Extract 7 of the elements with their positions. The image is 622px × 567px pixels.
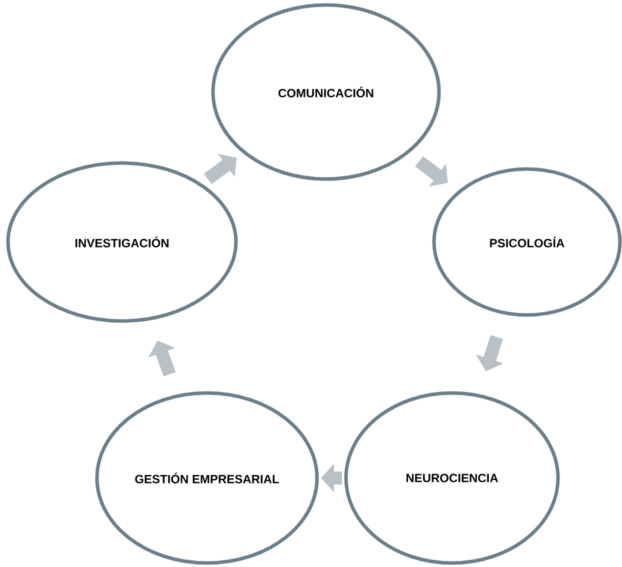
ellipse-node: INVESTIGACIÓN (6, 161, 238, 323)
ellipse-node: NEUROCIENCIA (344, 391, 560, 565)
ellipse-node: GESTIÓN EMPRESARIAL (95, 391, 319, 565)
ellipse-node: PSICOLOGÍA (432, 167, 622, 317)
arrow (148, 340, 176, 376)
arrow (204, 154, 237, 184)
ellipse-node: COMUNICACIÓN (211, 3, 441, 181)
